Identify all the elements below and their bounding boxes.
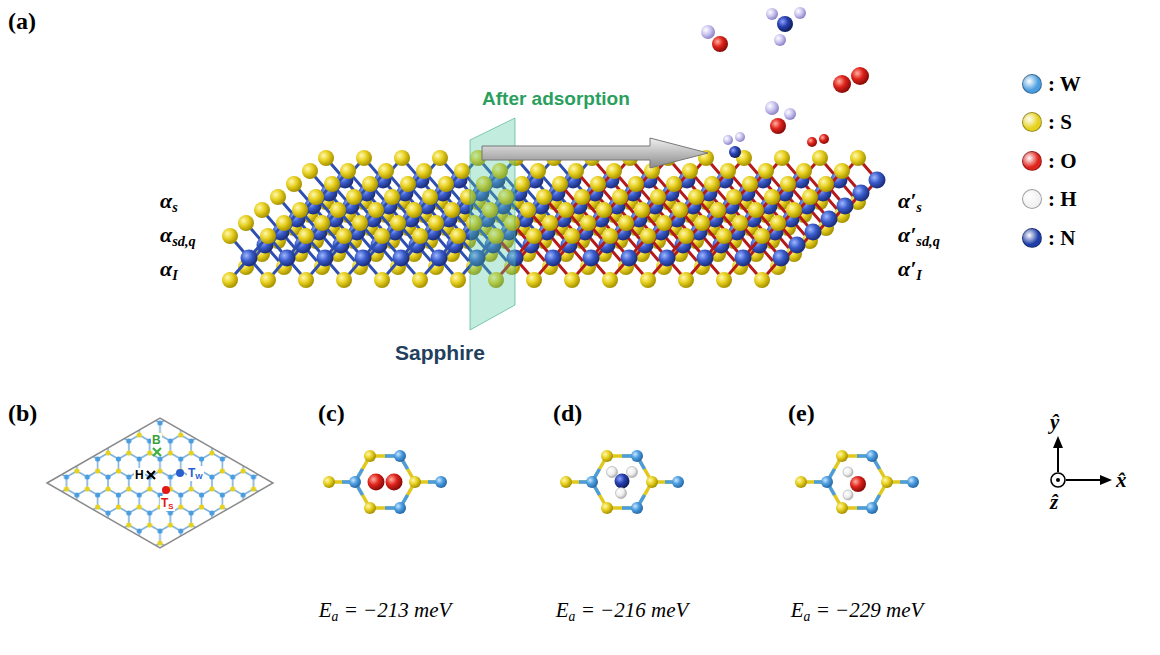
subscript: W: [195, 472, 202, 481]
axis-label: ŷ: [1050, 410, 1059, 435]
layer-label: α′s: [898, 188, 922, 216]
subscript: a: [332, 609, 339, 624]
layer-label: αsd,q: [160, 222, 196, 250]
axis-label: x̂: [1116, 468, 1127, 493]
panel-letter: (b): [8, 400, 37, 427]
site-label: TS: [160, 496, 175, 511]
panel-letter: (c): [318, 400, 345, 427]
energy-label: Ea = −229 meV: [791, 598, 924, 625]
subscript: I: [916, 267, 922, 283]
ws2-lattice: [222, 150, 886, 288]
panel-letter: (a): [8, 8, 36, 35]
subscript: a: [569, 609, 576, 624]
gas-molecules: [701, 7, 869, 158]
axes-symbol: [1051, 436, 1112, 487]
subscript: sd,q: [916, 233, 939, 249]
layer-label: αs: [160, 188, 178, 216]
plane-label: After adsorption: [482, 88, 630, 110]
legend-swatch: [1022, 151, 1042, 171]
layer-label: αI: [160, 256, 178, 284]
subscript: s: [172, 199, 178, 215]
legend-text: : W: [1048, 72, 1081, 97]
subscript: S: [168, 502, 173, 511]
adsorption-site-cell: [47, 418, 273, 548]
legend-swatch: [1022, 74, 1042, 94]
substrate-label: Sapphire: [395, 341, 485, 365]
subscript: s: [916, 199, 922, 215]
panel-letter: (e): [788, 400, 815, 427]
layer-label: α′I: [898, 256, 922, 284]
legend-swatch: [1022, 112, 1042, 132]
legend-text: : N: [1048, 226, 1075, 251]
sapphire-substrate: Sapphire: [200, 205, 890, 385]
adsorption-plane-box: After adsorption: [468, 80, 713, 335]
legend-text: : O: [1048, 149, 1077, 174]
panel-letter: (d): [553, 400, 582, 427]
legend-text: : S: [1048, 110, 1072, 135]
legend-swatch: [1022, 189, 1042, 209]
legend-text: : H: [1048, 187, 1077, 212]
site-label: H: [134, 468, 145, 482]
site-label: TW: [187, 466, 204, 481]
legend-swatch: [1022, 228, 1042, 248]
subscript: I: [172, 267, 178, 283]
energy-label: Ea = −216 meV: [556, 598, 689, 625]
sapphire-slab: [200, 205, 890, 385]
subscript: a: [804, 609, 811, 624]
subscript: sd,q: [172, 233, 195, 249]
layer-label: α′sd,q: [898, 222, 940, 250]
adsorption-plane: [468, 80, 713, 335]
energy-label: Ea = −213 meV: [319, 598, 452, 625]
adsorption-configurations: [323, 450, 919, 514]
site-label: B: [151, 433, 162, 447]
axis-label: ẑ: [1050, 490, 1058, 515]
